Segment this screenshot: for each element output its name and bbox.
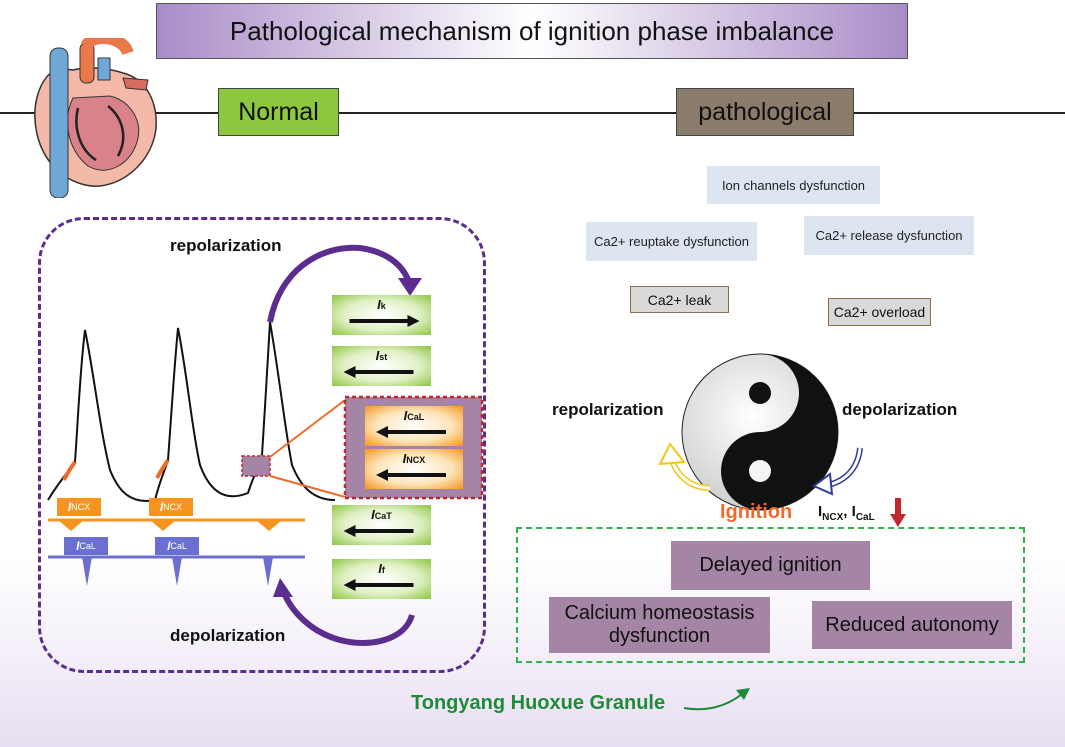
ignition-segment-2: [155, 458, 170, 479]
normal-panel: [38, 217, 486, 673]
channel-label: ICaL: [403, 408, 425, 423]
channel-label: Ist: [375, 348, 388, 363]
diagram-title: Pathological mechanism of ignition phase…: [156, 3, 908, 59]
path-depolarization-label: depolarization: [842, 400, 958, 419]
channel-label: INCX: [402, 451, 426, 466]
heart-icon: [34, 38, 157, 198]
outcome-calcium-homeostasis: Calcium homeostasis dysfunction: [549, 597, 770, 653]
zoom-region: [241, 455, 271, 477]
arrow-left-icon: [343, 579, 414, 591]
factor-release: Ca2+ release dysfunction: [804, 216, 974, 255]
repolarization-return-arrow: [658, 442, 711, 491]
arrow-left-icon: [343, 525, 414, 537]
channel-box-cat: ICaT: [332, 505, 431, 545]
channel-label: ICaT: [371, 507, 392, 522]
arrow-left-icon: [376, 469, 446, 481]
path-repolarization-label: repolarization: [552, 400, 664, 419]
factor-overload: Ca2+ overload: [828, 298, 931, 326]
factor-leak: Ca2+ leak: [630, 286, 729, 313]
treatment-arrow: [683, 688, 750, 711]
normal-label-box: Normal: [218, 88, 339, 136]
normal-repolarization-label: repolarization: [170, 236, 282, 255]
factor-ion-channels: Ion channels dysfunction: [707, 166, 880, 204]
channel-box-ncx: INCX: [365, 449, 463, 489]
channel-label: If: [378, 561, 385, 576]
outcome-panel: [516, 527, 1025, 663]
channel-box-f: If: [332, 559, 431, 599]
divider-line: [0, 112, 1065, 114]
channel-box-k: Ik: [332, 295, 431, 335]
yin-yang-icon: [681, 353, 839, 511]
outcome-reduced-autonomy: Reduced autonomy: [812, 601, 1012, 649]
ignition-label: Ignition: [720, 501, 793, 523]
arrow-left-icon: [376, 426, 446, 438]
arrow-right-icon: [349, 315, 420, 327]
action-potential-trace: [47, 321, 336, 502]
depolarization-return-arrow: [812, 447, 863, 496]
channel-label: Ik: [377, 297, 386, 312]
down-arrow-icon: [890, 498, 906, 527]
channel-box-st: Ist: [332, 346, 431, 386]
repolarization-arrow: [267, 244, 413, 323]
channel-box-cal: ICaL: [365, 406, 463, 446]
ignition-segment-1: [62, 460, 77, 481]
pathological-label-box: pathological: [676, 88, 854, 136]
normal-depolarization-label: depolarization: [170, 626, 286, 645]
treatment-label: Tongyang Huoxue Granule: [411, 692, 666, 714]
arrow-left-icon: [343, 366, 414, 378]
outcome-delayed-ignition: Delayed ignition: [671, 541, 870, 590]
depolarization-arrow: [280, 588, 415, 646]
ignition-currents: INCX, ICaL: [818, 503, 875, 523]
factor-reuptake: Ca2+ reuptake dysfunction: [586, 222, 757, 261]
